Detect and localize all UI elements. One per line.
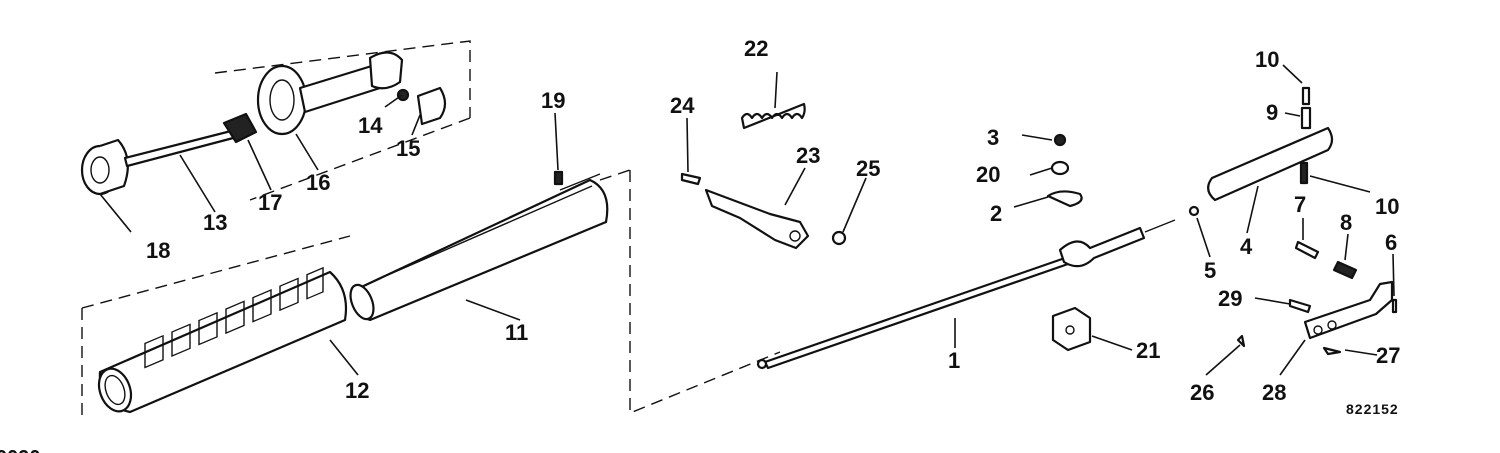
shift-cable-part [756, 219, 1176, 370]
roll-pin-9-part [1300, 106, 1312, 130]
nut-part [831, 230, 847, 246]
callout-17: 17 [258, 190, 282, 215]
callout-10-top: 10 [1255, 47, 1279, 72]
callout-16: 16 [306, 170, 330, 195]
callout-10-lower: 10 [1375, 194, 1399, 219]
callout-20: 20 [976, 162, 1000, 187]
drawing-number: 822152 [1346, 401, 1399, 417]
washer-20-part [1050, 160, 1070, 176]
retainer-clip-part [1046, 190, 1083, 208]
screw-7-part [1294, 240, 1320, 260]
callout-28: 28 [1262, 380, 1286, 405]
callout-5: 5 [1204, 258, 1216, 283]
knob-part [80, 138, 129, 196]
callout-25: 25 [856, 156, 880, 181]
callout-14: 14 [358, 113, 383, 138]
callout-2: 2 [990, 201, 1002, 226]
pin-6-part [1391, 298, 1398, 314]
callout-4: 4 [1240, 234, 1253, 259]
pin-10-lower-part [1299, 161, 1309, 185]
dashed-assembly-boundary [81, 40, 781, 418]
callout-1: 1 [948, 348, 960, 373]
callout-23: 23 [796, 143, 820, 168]
screw-19-part [553, 170, 564, 186]
clamp-part [1051, 306, 1092, 352]
bracket-part [704, 188, 810, 250]
callout-29: 29 [1218, 286, 1242, 311]
callout-18: 18 [146, 238, 170, 263]
screw-24-part [680, 172, 702, 186]
cotter-pin-26-part [1236, 334, 1246, 348]
callout-12: 12 [345, 378, 369, 403]
pin-10-top-part [1301, 86, 1311, 106]
shift-lever-part [1207, 126, 1334, 202]
callout-13: 13 [203, 210, 227, 235]
plunger-part [416, 86, 447, 126]
callout-6: 6 [1385, 230, 1397, 255]
spring-17-part [222, 112, 258, 144]
callout-24: 24 [670, 93, 695, 118]
twist-shaft-part [256, 51, 404, 136]
handle-grip-part [97, 266, 348, 414]
callout-15: 15 [396, 136, 420, 161]
callout-labels: 1 2 3 4 5 6 7 8 9 10 10 11 12 13 14 15 1… [0, 36, 1400, 453]
spring-22-part [740, 102, 806, 130]
handle-tube-part [349, 173, 609, 322]
callout-22: 22 [744, 36, 768, 61]
cotter-pin-27-part [1322, 346, 1342, 356]
callout-11: 11 [505, 320, 528, 345]
screw-3-part [1053, 133, 1067, 147]
corner-fragment: 0090 [0, 447, 41, 453]
ball-5-part [1188, 205, 1200, 217]
callout-3: 3 [987, 125, 999, 150]
pin-29-part [1288, 298, 1312, 314]
leader-lines [99, 64, 1395, 376]
link-part [1303, 280, 1394, 340]
callout-21: 21 [1136, 338, 1160, 363]
callout-27: 27 [1376, 343, 1400, 368]
callout-26: 26 [1190, 380, 1214, 405]
callout-7: 7 [1294, 192, 1306, 217]
callout-8: 8 [1340, 210, 1352, 235]
shift-rod-part [123, 128, 239, 168]
detent-ball-part [396, 88, 410, 102]
spring-8-part [1332, 260, 1358, 280]
callout-19: 19 [541, 88, 565, 113]
callout-9: 9 [1266, 100, 1278, 125]
